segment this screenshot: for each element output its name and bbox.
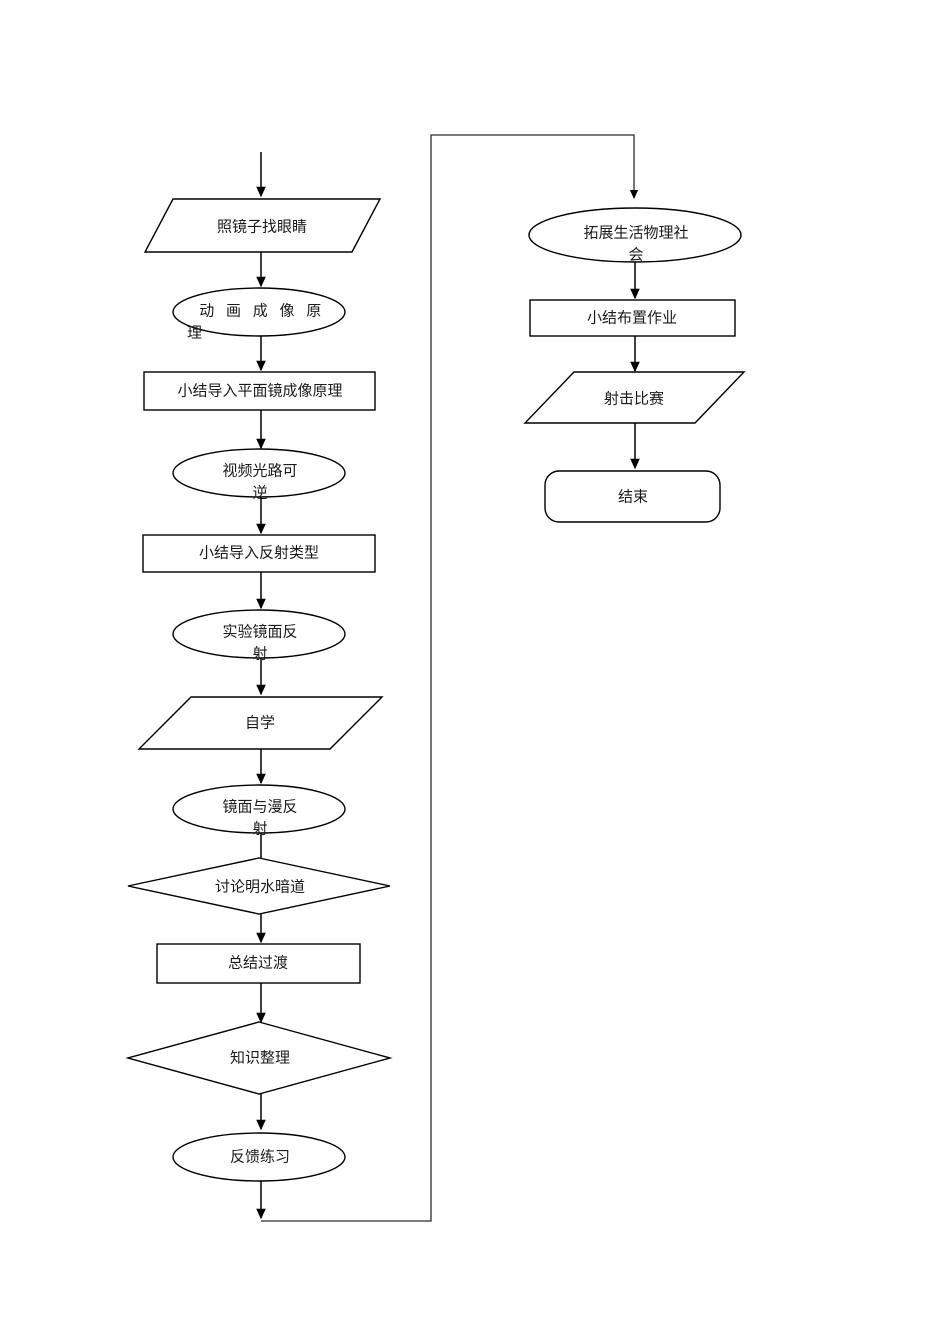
node-label: 小结布置作业 <box>587 309 677 327</box>
node-label-line1: 实验镜面反 <box>222 623 297 641</box>
node-tuo-zhan-sheng-huo-wu-li-she-hui[interactable]: 拓展生活物理社 会 <box>528 207 742 264</box>
node-shi-pin-guang-lu-ke-ni[interactable]: 视频光路可 逆 <box>172 448 346 502</box>
node-zhi-shi-zheng-li[interactable]: 知识整理 <box>125 1021 393 1095</box>
node-label: 射击比赛 <box>604 390 664 408</box>
ellipse-shape <box>172 448 346 498</box>
node-dong-hua-cheng-xiang-yuan-li[interactable]: 动 画 成 像 原 理 <box>172 287 346 342</box>
node-label: 知识整理 <box>230 1049 290 1067</box>
node-label: 小结导入平面镜成像原理 <box>177 382 342 400</box>
node-label-line1: 镜面与漫反 <box>222 798 297 816</box>
node-xiao-jie-bu-zhi-zuo-ye[interactable]: 小结布置作业 <box>529 299 736 337</box>
node-label-line2: 会 <box>628 246 643 264</box>
node-shi-yan-jing-mian-fan-she[interactable]: 实验镜面反 射 <box>172 609 346 663</box>
node-label-line1: 动 画 成 像 原 <box>199 302 325 320</box>
ellipse-shape <box>172 784 346 834</box>
node-tao-lun-ming-shui-an-dao[interactable]: 讨论明水暗道 <box>127 857 391 915</box>
node-label: 自学 <box>245 714 275 732</box>
node-jing-mian-yu-man-fan-she[interactable]: 镜面与漫反 射 <box>172 784 346 838</box>
rectangle-shape <box>529 299 736 337</box>
node-label: 总结过渡 <box>228 954 288 972</box>
ellipse-shape <box>172 609 346 659</box>
parallelogram-shape <box>143 198 382 253</box>
node-jie-shu-end[interactable]: 结束 <box>544 470 721 523</box>
rectangle-shape <box>142 534 376 573</box>
node-label-line2: 逆 <box>252 484 267 502</box>
node-zi-xue[interactable]: 自学 <box>137 696 384 750</box>
node-she-ji-bi-sai[interactable]: 射击比赛 <box>523 371 746 424</box>
node-fan-kui-lian-xi[interactable]: 反馈练习 <box>172 1132 346 1182</box>
parallelogram-shape <box>523 371 746 424</box>
node-label: 讨论明水暗道 <box>215 878 305 896</box>
node-label-line1: 拓展生活物理社 <box>583 224 688 242</box>
node-label-line1: 视频光路可 <box>222 462 297 480</box>
node-label: 照镜子找眼睛 <box>217 218 307 236</box>
node-xiao-jie-dao-ru-fan-she-lei-xing[interactable]: 小结导入反射类型 <box>142 534 376 573</box>
node-label-line2: 射 <box>252 645 267 663</box>
ellipse-shape <box>172 1132 346 1182</box>
rectangle-shape <box>156 943 361 984</box>
node-xiao-jie-dao-ru-ping-mian-jing[interactable]: 小结导入平面镜成像原理 <box>143 371 376 411</box>
node-zong-jie-guo-du[interactable]: 总结过渡 <box>156 943 361 984</box>
connector-loop-back-to-n13 <box>261 134 639 1222</box>
node-label: 反馈练习 <box>230 1148 290 1166</box>
node-label: 小结导入反射类型 <box>199 544 319 562</box>
rounded-rectangle-shape <box>544 470 721 523</box>
ellipse-shape <box>172 287 346 337</box>
node-zhao-jing-zi-zhao-yan-jing[interactable]: 照镜子找眼睛 <box>143 198 382 253</box>
diamond-shape <box>127 857 391 915</box>
node-label: 结束 <box>618 488 648 506</box>
node-label-line2: 理 <box>187 324 202 342</box>
diamond-shape <box>125 1021 393 1095</box>
node-label-line2: 射 <box>252 820 267 838</box>
rectangle-shape <box>143 371 376 411</box>
parallelogram-shape <box>137 696 384 750</box>
